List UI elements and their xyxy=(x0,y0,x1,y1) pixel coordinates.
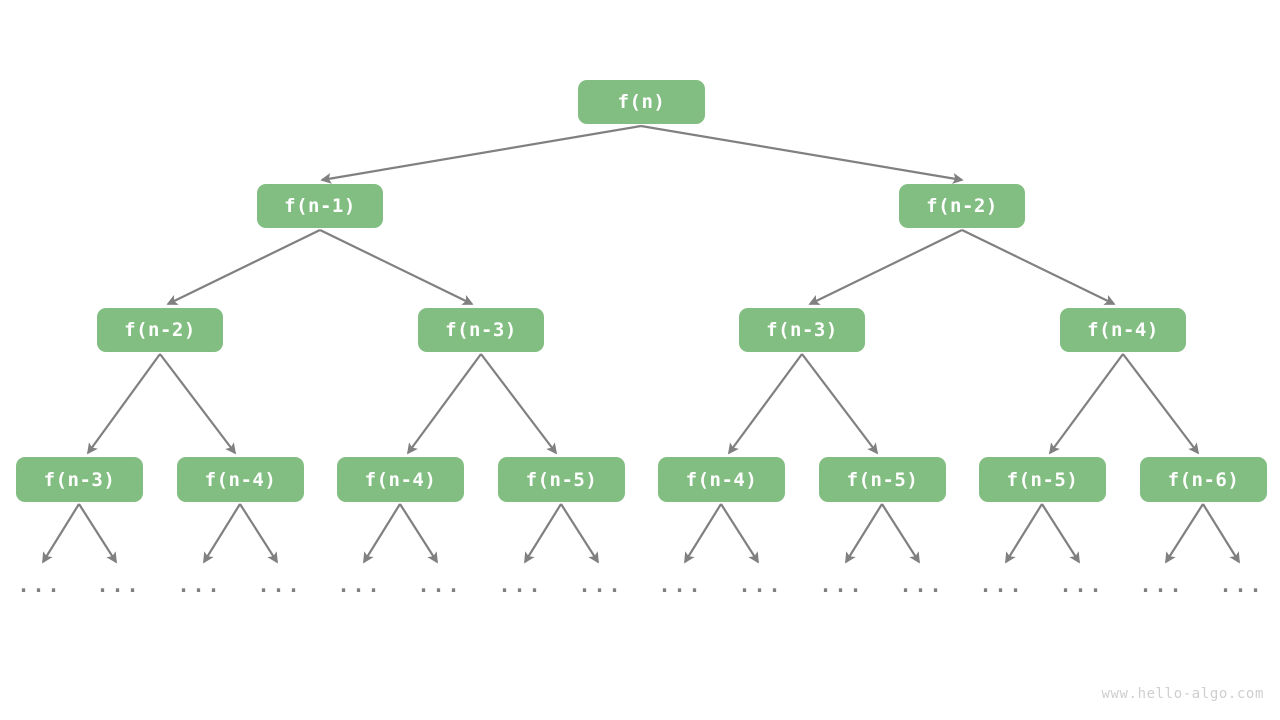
tree-edge xyxy=(727,353,803,455)
ellipsis-marker: ... xyxy=(1059,573,1105,597)
ellipsis-marker: ... xyxy=(17,573,63,597)
tree-edge xyxy=(363,503,401,564)
tree-node-n6[interactable]: f(n-4) xyxy=(1060,308,1186,352)
ellipsis-marker: ... xyxy=(1139,573,1185,597)
tree-edge xyxy=(86,353,161,455)
tree-node-n8[interactable]: f(n-4) xyxy=(177,457,304,502)
tree-node-n7[interactable]: f(n-3) xyxy=(16,457,143,502)
ellipsis-marker: ... xyxy=(337,573,383,597)
ellipsis-marker: ... xyxy=(417,573,463,597)
tree-node-n2[interactable]: f(n-2) xyxy=(899,184,1025,228)
ellipsis-marker: ... xyxy=(899,573,945,597)
tree-edge xyxy=(1048,353,1124,455)
tree-edge xyxy=(1202,503,1240,564)
watermark: www.hello-algo.com xyxy=(1101,686,1264,702)
tree-edge xyxy=(684,503,722,564)
tree-edge xyxy=(406,353,482,455)
tree-edge xyxy=(801,353,879,455)
tree-edge xyxy=(845,503,883,564)
tree-node-n13[interactable]: f(n-5) xyxy=(979,457,1106,502)
tree-node-n11[interactable]: f(n-4) xyxy=(658,457,785,502)
tree-edge xyxy=(961,229,1116,305)
ellipsis-marker: ... xyxy=(738,573,784,597)
tree-node-n4[interactable]: f(n-3) xyxy=(418,308,544,352)
ellipsis-marker: ... xyxy=(177,573,223,597)
tree-edge xyxy=(319,229,474,305)
tree-edge xyxy=(78,503,117,564)
tree-edge xyxy=(159,353,237,455)
ellipsis-marker: ... xyxy=(96,573,142,597)
tree-edge xyxy=(480,353,558,455)
tree-edge xyxy=(203,503,241,564)
tree-edge xyxy=(1041,503,1080,564)
tree-node-n12[interactable]: f(n-5) xyxy=(819,457,946,502)
tree-node-n0[interactable]: f(n) xyxy=(578,80,705,124)
tree-edge xyxy=(166,229,321,305)
tree-edge xyxy=(1122,353,1200,455)
ellipsis-marker: ... xyxy=(979,573,1025,597)
ellipsis-marker: ... xyxy=(658,573,704,597)
tree-edge xyxy=(1005,503,1043,564)
tree-edge xyxy=(881,503,920,564)
tree-edge xyxy=(640,124,964,184)
ellipsis-marker: ... xyxy=(257,573,303,597)
tree-node-n1[interactable]: f(n-1) xyxy=(257,184,383,228)
tree-node-n5[interactable]: f(n-3) xyxy=(739,308,865,352)
tree-edge xyxy=(42,503,80,564)
ellipsis-marker: ... xyxy=(819,573,865,597)
tree-node-n10[interactable]: f(n-5) xyxy=(498,457,625,502)
ellipsis-marker: ... xyxy=(578,573,624,597)
tree-edge xyxy=(1165,503,1204,564)
tree-edge xyxy=(239,503,278,564)
tree-edge xyxy=(399,503,438,564)
tree-node-n14[interactable]: f(n-6) xyxy=(1140,457,1267,502)
tree-node-n3[interactable]: f(n-2) xyxy=(97,308,223,352)
tree-edge xyxy=(560,503,599,564)
edge-group xyxy=(42,124,1240,564)
tree-node-n9[interactable]: f(n-4) xyxy=(337,457,464,502)
tree-edge xyxy=(808,229,963,305)
tree-edge xyxy=(320,124,642,184)
ellipsis-marker: ... xyxy=(498,573,544,597)
tree-edge xyxy=(524,503,562,564)
ellipsis-marker: ... xyxy=(1219,573,1265,597)
tree-edge xyxy=(720,503,759,564)
